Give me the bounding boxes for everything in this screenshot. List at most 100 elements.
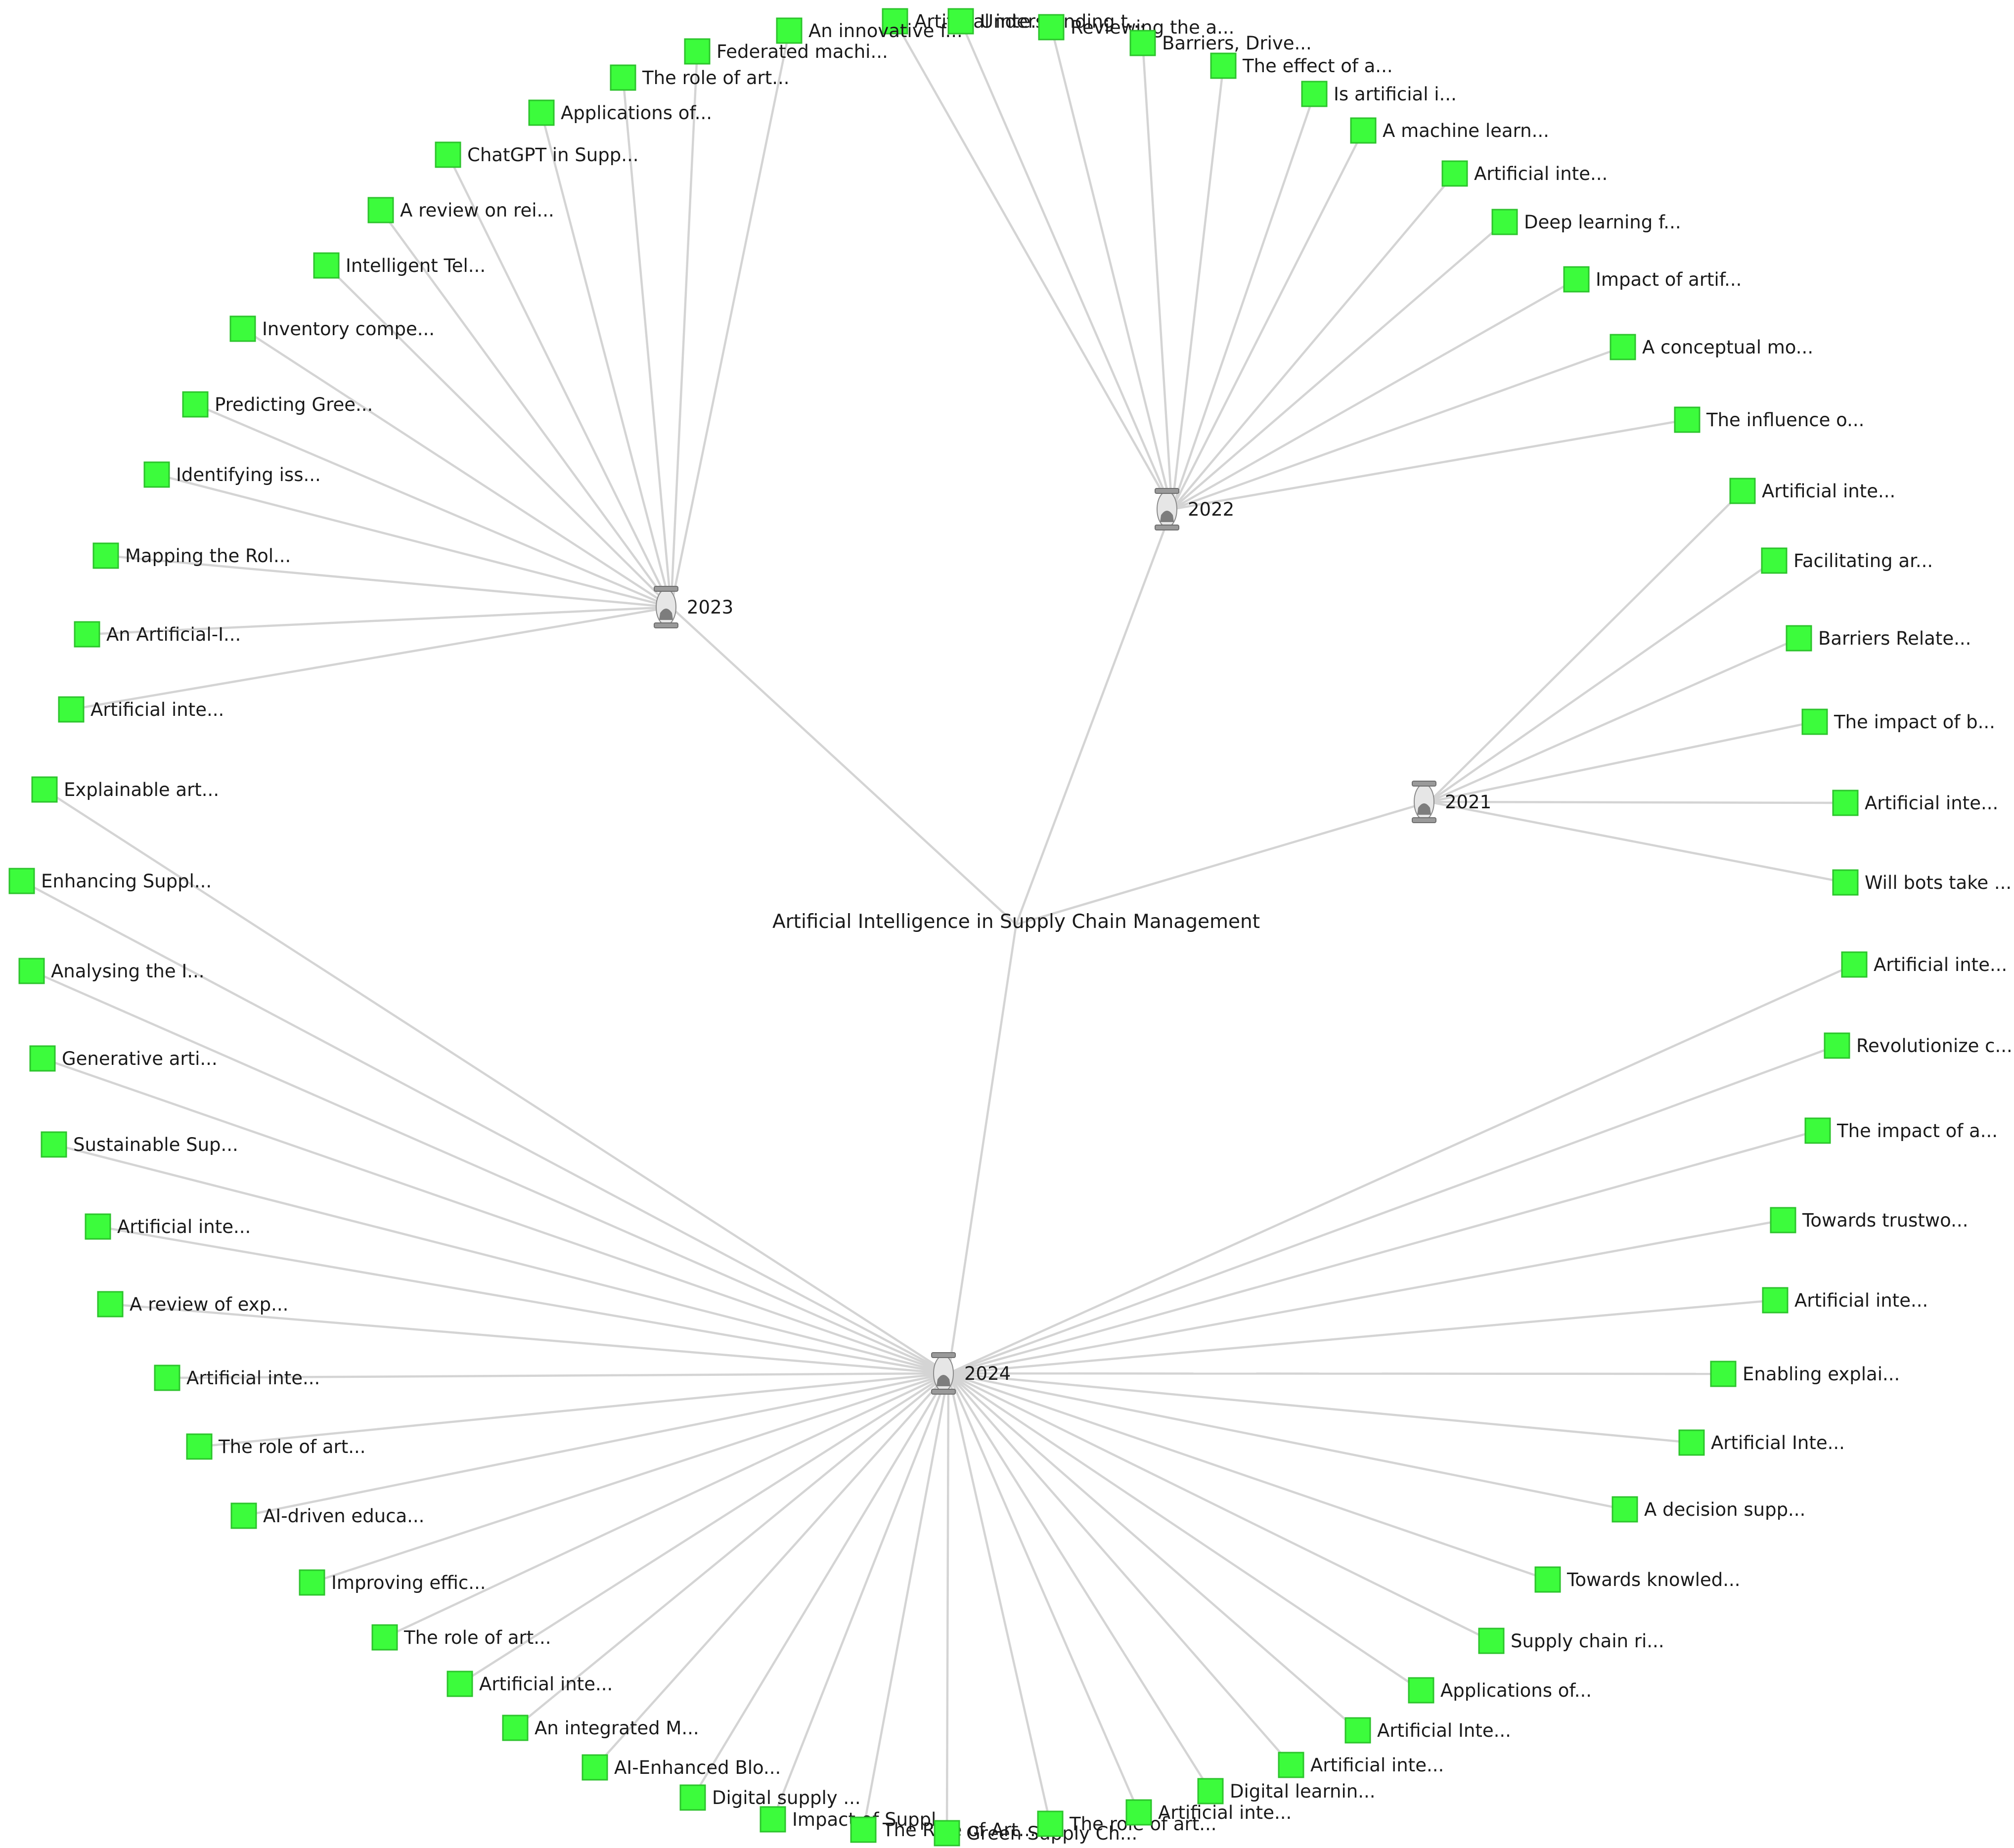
paper-node[interactable]: Applications of... [528,99,712,126]
paper-title-label: Will bots take ... [1865,872,2012,893]
paper-node[interactable]: The role of art... [610,64,790,91]
paper-node[interactable]: Artificial inte... [58,696,224,723]
edge-year-to-paper [325,264,672,608]
edge-year-to-paper [948,963,1855,1375]
paper-node[interactable]: A review on rei... [367,197,554,223]
root-topic-label[interactable]: Artificial Intelligence in Supply Chain … [772,911,1260,933]
paper-node[interactable]: Intelligent Tel... [313,252,486,279]
paper-title-label: Enabling explai... [1743,1364,1900,1385]
green-square-icon [1710,1361,1737,1387]
paper-node[interactable]: The effect of a... [1210,52,1393,79]
year-node-2023[interactable]: 2023 [654,586,733,628]
paper-node[interactable]: Towards knowled... [1534,1566,1741,1593]
paper-title-label: Artificial Inte... [1377,1720,1511,1741]
paper-node[interactable]: Predicting Gree... [182,391,373,418]
paper-node[interactable]: Is artificial i... [1301,81,1457,107]
paper-title-label: Intelligent Tel... [346,255,486,276]
paper-node[interactable]: Inventory compe... [229,315,435,342]
paper-node[interactable]: The influence o... [1674,406,1864,433]
paper-node[interactable]: Barriers Relate... [1786,625,1971,652]
paper-node[interactable]: AI-driven educa... [230,1502,424,1529]
paper-title-label: The role of art... [218,1436,366,1457]
paper-node[interactable]: ChatGPT in Supp... [435,141,639,168]
paper-node[interactable]: Applications of... [1408,1677,1592,1704]
paper-node[interactable]: AI-Enhanced Blo... [582,1754,781,1781]
paper-node[interactable]: Will bots take ... [1832,869,2012,896]
paper-node[interactable]: Barriers, Drive... [1129,30,1312,56]
edge-year-to-paper [312,1372,949,1584]
year-node-2022[interactable]: 2022 [1155,488,1234,530]
paper-title-label: Artificial Inte... [1711,1432,1845,1453]
paper-node[interactable]: Artificial Inte... [1344,1717,1511,1744]
paper-node[interactable]: Facilitating ar... [1761,547,1933,574]
edge-year-to-paper [447,154,672,608]
paper-node[interactable]: Enabling explai... [1710,1361,1900,1387]
edge-year-to-paper [167,1372,949,1379]
paper-node[interactable]: Sustainable Sup... [41,1131,238,1158]
paper-node[interactable]: Towards trustwo... [1770,1207,1968,1233]
green-square-icon [1408,1677,1434,1704]
green-square-icon [29,1045,56,1072]
paper-node[interactable]: Improving effic... [299,1569,486,1596]
paper-node[interactable]: Revolutionize c... [1824,1032,2013,1059]
green-square-icon [610,64,636,91]
paper-node[interactable]: Mapping the Rol... [92,542,291,569]
paper-node[interactable]: Artificial inte... [1278,1752,1444,1778]
green-square-icon [8,868,35,894]
paper-node[interactable]: Artificial inte... [1125,1799,1292,1826]
paper-node[interactable]: An integrated M... [502,1715,699,1741]
paper-node[interactable]: An innovative f... [776,17,963,44]
paper-node[interactable]: Artificial inte... [85,1213,251,1240]
paper-node[interactable]: Analysing the I... [18,958,205,984]
paper-title-label: A review on rei... [400,200,554,221]
paper-node[interactable]: Digital learnin... [1197,1778,1376,1804]
paper-node[interactable]: Impact of artif... [1563,266,1742,293]
paper-node[interactable]: Artificial inte... [1441,160,1608,187]
paper-title-label: Artificial inte... [1474,163,1608,184]
paper-node[interactable]: Artificial inte... [1841,951,2007,978]
paper-node[interactable]: Artificial inte... [1832,790,1998,816]
edge-year-to-paper [42,1057,949,1375]
paper-title-label: Artificial inte... [1310,1755,1444,1776]
paper-node[interactable]: A decision supp... [1611,1496,1805,1523]
paper-node[interactable]: A review of exp... [97,1291,288,1318]
paper-node[interactable]: Artificial inte... [882,8,1048,35]
paper-node[interactable]: Artificial inte... [154,1364,320,1391]
paper-node[interactable]: The impact of b... [1801,708,1995,735]
paper-node[interactable]: Enhancing Suppl... [8,868,212,894]
paper-node[interactable]: A machine learn... [1350,117,1549,144]
paper-node[interactable]: An Artificial-I... [74,621,241,648]
paper-node[interactable]: A conceptual mo... [1610,334,1813,360]
paper-node[interactable]: Deep learning f... [1491,209,1681,235]
green-square-icon [1678,1429,1705,1456]
paper-node[interactable]: Artificial Inte... [1678,1429,1845,1456]
paper-node[interactable]: The role of art... [371,1624,551,1651]
paper-node[interactable]: Identifying iss... [143,461,321,488]
edge-year-to-paper [948,1372,1548,1581]
green-square-icon [97,1291,124,1318]
edge-year-to-paper [670,30,791,608]
paper-node[interactable]: Supply chain ri... [1478,1628,1664,1654]
green-square-icon [684,38,711,65]
paper-node[interactable]: Artificial inte... [1762,1287,1928,1314]
paper-node[interactable]: Federated machi... [684,38,888,65]
edge-year-to-paper [540,112,672,608]
paper-title-label: Artificial inte... [1865,792,1998,814]
green-square-icon [186,1433,213,1460]
green-square-icon [58,696,85,723]
paper-node[interactable]: Artificial inte... [447,1671,613,1697]
paper-node[interactable]: Explainable art... [31,776,219,803]
paper-node[interactable]: Digital supply ... [679,1784,861,1811]
year-node-2021[interactable]: 2021 [1412,781,1491,823]
paper-node[interactable]: The role of art... [186,1433,366,1460]
paper-node[interactable]: Artificial inte... [1729,478,1895,504]
green-square-icon [229,315,256,342]
green-square-icon [1441,160,1468,187]
paper-title-label: Predicting Gree... [215,394,373,415]
paper-node[interactable]: The impact of a... [1804,1117,1998,1144]
edge-year-to-paper [622,77,672,608]
paper-node[interactable]: Generative arti... [29,1045,218,1072]
year-node-2024[interactable]: 2024 [931,1352,1011,1395]
green-square-icon [1729,478,1756,504]
edge-year-to-paper [1170,65,1225,510]
